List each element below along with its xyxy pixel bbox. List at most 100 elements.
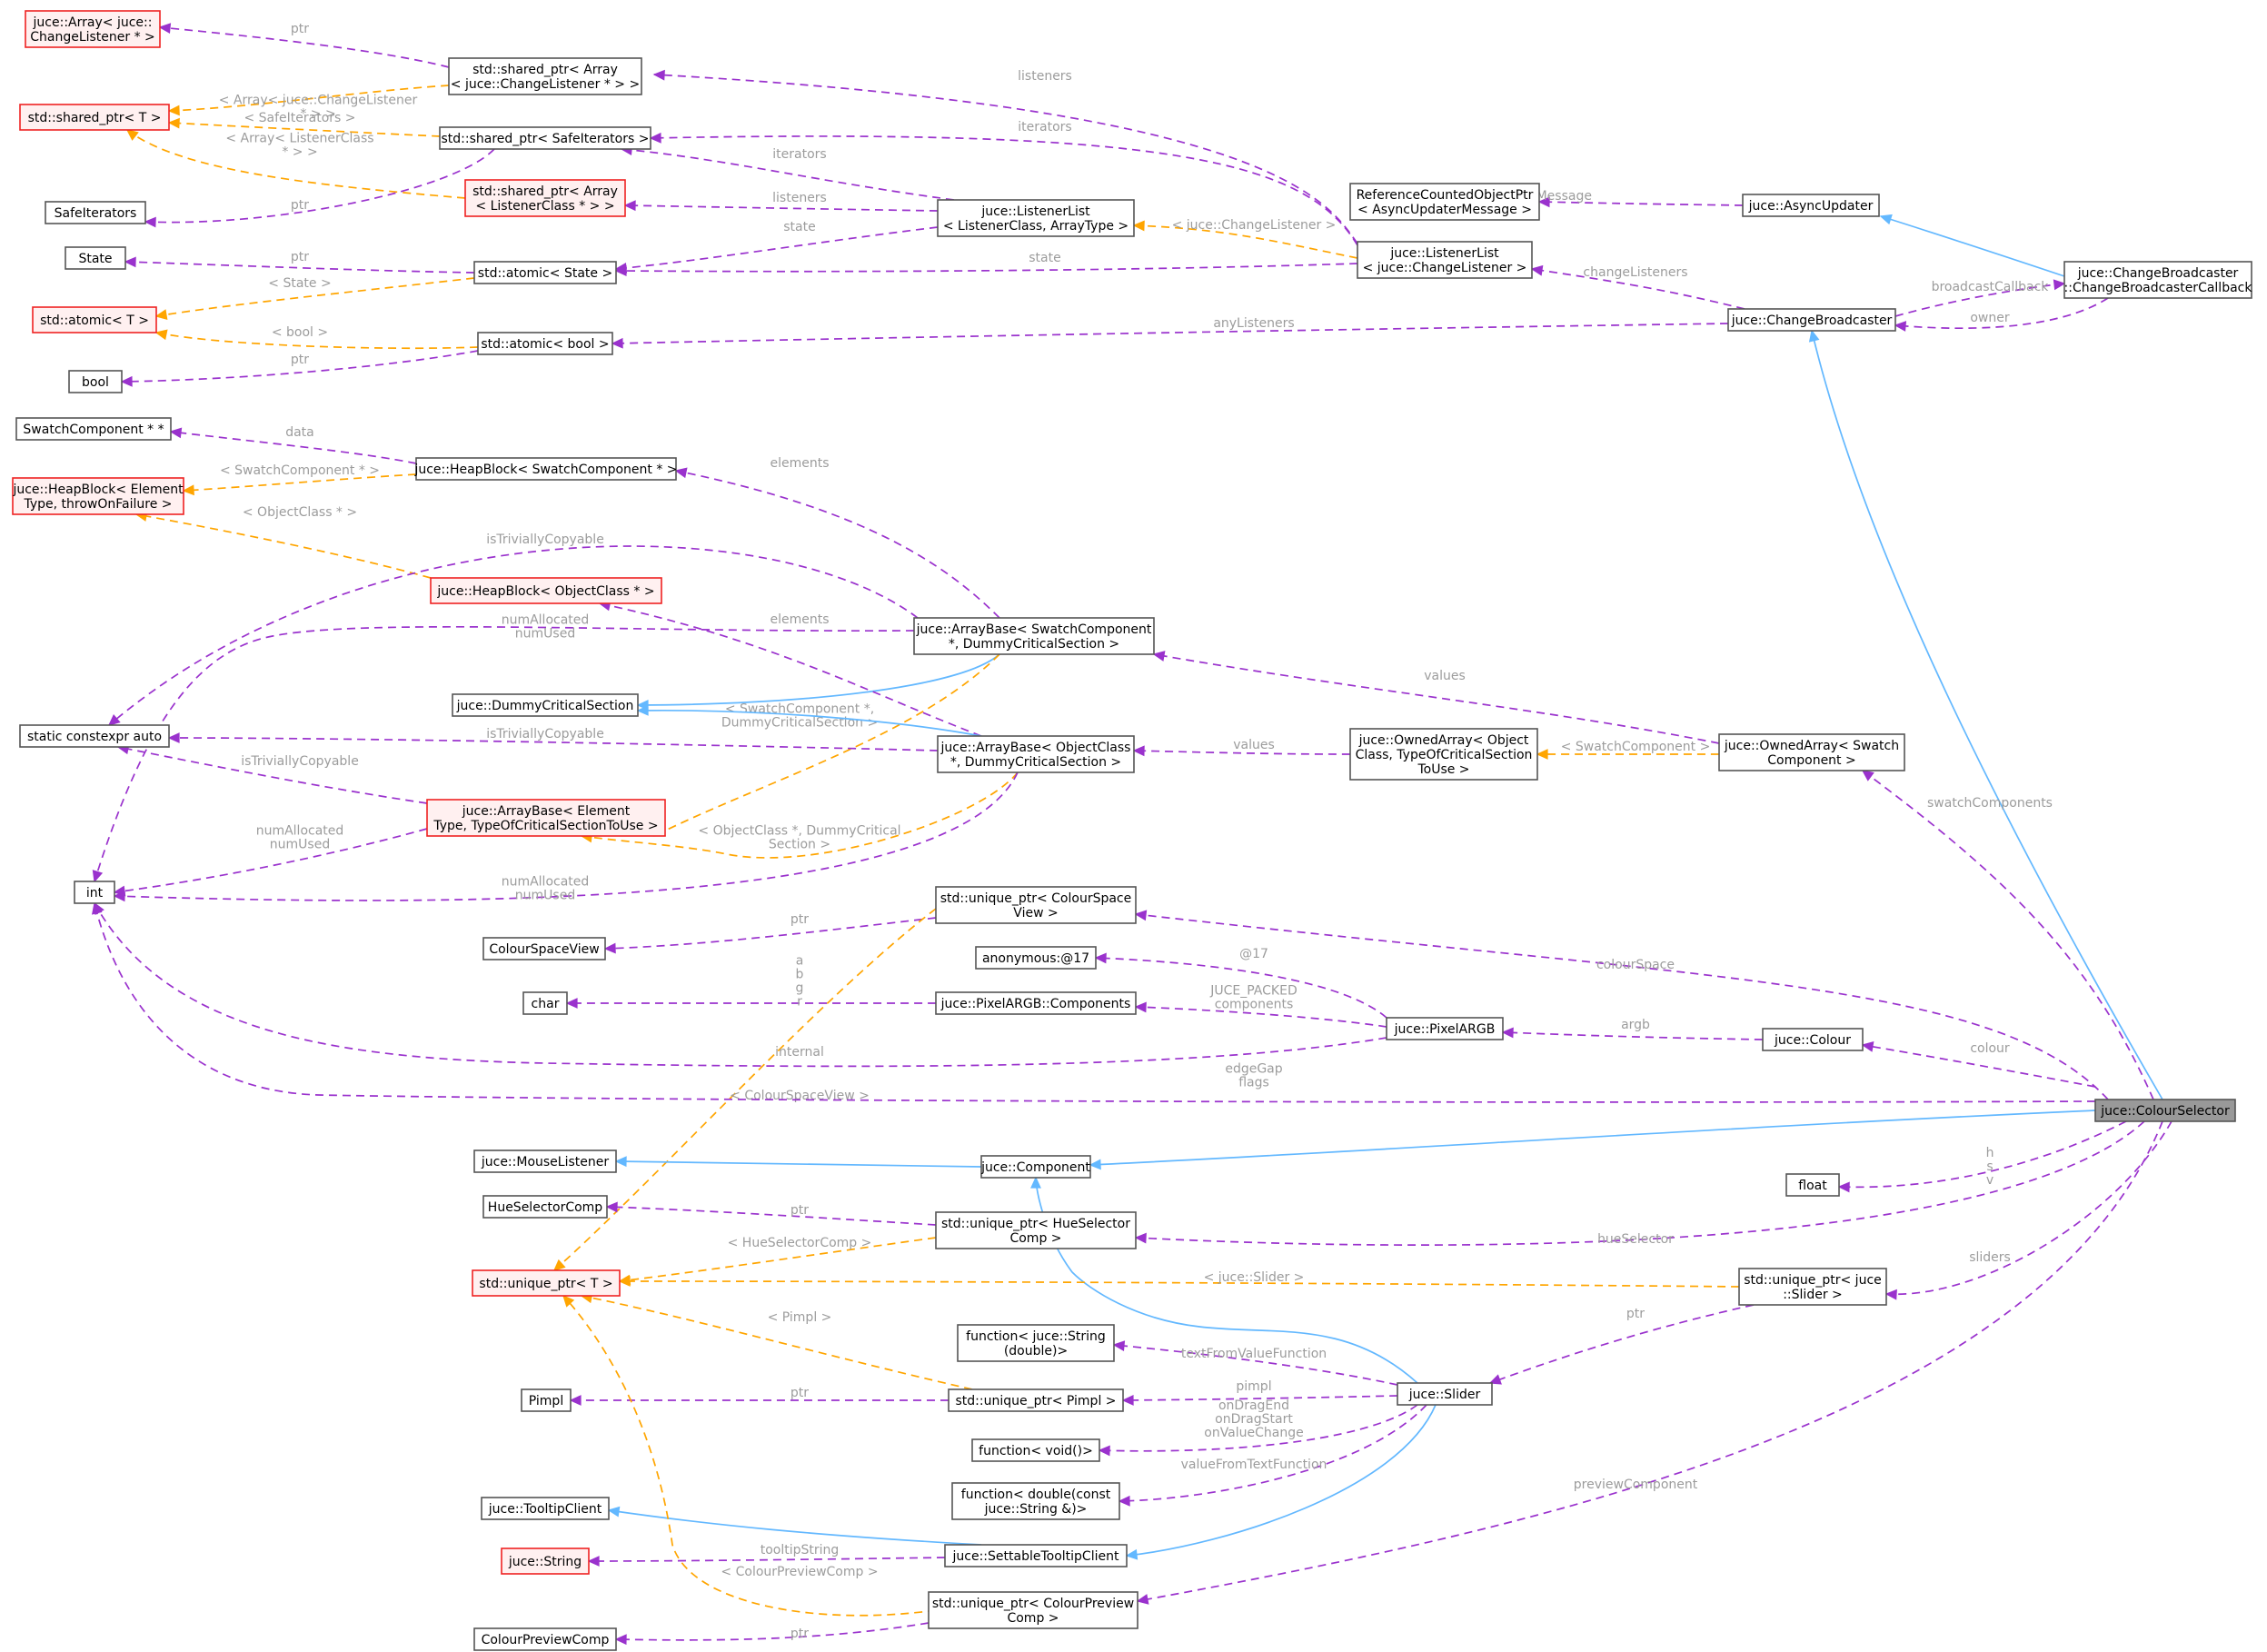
edge-arrowhead (611, 337, 623, 349)
edge-line (606, 1206, 937, 1226)
class-node[interactable]: juce::MouseListener (473, 1149, 617, 1173)
class-node[interactable]: function< juce::String(double)> (957, 1324, 1115, 1362)
class-name-label: Comp > (1007, 1611, 1059, 1626)
class-name-label: SafeIterators (55, 206, 137, 221)
edge-inherit (636, 704, 982, 737)
edge-arrowhead (1125, 1548, 1138, 1560)
class-node[interactable]: ColourSpaceView (482, 937, 606, 960)
edge-line (675, 470, 1000, 619)
class-box (948, 1388, 1124, 1412)
class-node[interactable]: std::shared_ptr< T > (19, 104, 170, 131)
class-node[interactable]: juce::ChangeBroadcaster::ChangeBroadcast… (2063, 261, 2253, 299)
class-node[interactable]: ReferenceCountedObjectPtr< AsyncUpdaterM… (1349, 183, 1540, 221)
class-box (928, 1591, 1138, 1629)
class-node[interactable]: static constexpr auto (19, 724, 170, 748)
edge-template: < bool > (154, 325, 479, 350)
class-node[interactable]: std::unique_ptr< juce::Slider > (1738, 1268, 1887, 1306)
edge-usage: valueFromTextFunction (1118, 1404, 1427, 1507)
class-node[interactable]: float (1785, 1173, 1840, 1197)
class-node[interactable]: State (65, 246, 126, 270)
class-node[interactable]: SafeIterators (45, 201, 146, 224)
class-node[interactable]: juce::OwnedArray< ObjectClass, TypeOfCri… (1349, 728, 1538, 781)
edges-layer: ptr< Array< juce::ChangeListener* > >< S… (92, 22, 2173, 1646)
class-node[interactable]: anonymous:@17 (975, 946, 1097, 970)
class-node[interactable]: std::unique_ptr< T > (472, 1269, 621, 1297)
edge-line (581, 1295, 973, 1390)
edge-arrowhead (1132, 745, 1145, 757)
class-name-label: anonymous:@17 (982, 951, 1089, 966)
class-name-label: ColourPreviewComp (482, 1633, 610, 1647)
class-node[interactable]: juce::SettableTooltipClient (944, 1544, 1128, 1567)
class-node[interactable]: std::atomic< bool > (477, 332, 613, 355)
class-node[interactable]: juce::ListenerList< ListenerClass, Array… (937, 199, 1135, 237)
class-node[interactable]: juce::HeapBlock< SwatchComponent * > (413, 457, 678, 481)
class-box (473, 1149, 617, 1173)
class-node[interactable]: juce::String (501, 1548, 590, 1575)
class-node[interactable]: function< void()> (971, 1438, 1100, 1462)
class-node[interactable]: juce::Component (980, 1155, 1091, 1179)
edge-arrowhead (1134, 1001, 1147, 1013)
class-box (522, 991, 568, 1015)
class-node[interactable]: juce::AsyncUpdater (1742, 194, 1880, 217)
class-node[interactable]: bool (68, 370, 123, 393)
edge-line (1894, 297, 2109, 330)
class-node[interactable]: juce::ChangeBroadcaster (1727, 308, 1896, 332)
class-node[interactable]: juce::PixelARGB (1386, 1017, 1504, 1040)
edge-line (168, 737, 939, 751)
class-node[interactable]: juce::Slider (1397, 1382, 1493, 1406)
edge-label: pimpl (1236, 1379, 1271, 1394)
class-name-label: juce::Array< juce:: (33, 15, 153, 30)
class-name-label: State (78, 252, 112, 266)
class-node[interactable]: int (74, 881, 115, 904)
class-node[interactable]: juce::HeapBlock< ObjectClass * > (430, 577, 662, 604)
class-name-label: std::atomic< bool > (481, 337, 609, 352)
edge-label: r (797, 995, 802, 1010)
class-node[interactable]: ColourPreviewComp (473, 1627, 617, 1651)
class-node[interactable]: std::unique_ptr< HueSelectorComp > (935, 1211, 1137, 1249)
class-node[interactable]: juce::ListenerList< juce::ChangeListener… (1357, 241, 1533, 279)
class-node[interactable]: std::unique_ptr< Pimpl > (948, 1388, 1124, 1412)
edge-label: valueFromTextFunction (1181, 1458, 1327, 1472)
edge-arrowhead (1089, 1159, 1101, 1170)
class-node[interactable]: juce::ColourSelector (2094, 1099, 2236, 1122)
class-node[interactable]: SwatchComponent * * (15, 417, 172, 441)
class-node[interactable]: std::shared_ptr< SafeIterators > (439, 126, 651, 150)
edge-label: state (1029, 251, 1060, 265)
class-node[interactable]: juce::Colour (1762, 1028, 1864, 1051)
class-node[interactable]: std::shared_ptr< Array< juce::ChangeList… (448, 57, 642, 95)
class-name-label: juce::ChangeBroadcaster (2077, 266, 2239, 281)
class-box (521, 1388, 572, 1412)
class-node[interactable]: juce::ArrayBase< SwatchComponent*, Dummy… (913, 617, 1155, 655)
edge-label: elements (770, 456, 829, 471)
class-node[interactable]: std::atomic< State > (473, 261, 617, 284)
class-node[interactable]: juce::TooltipClient (481, 1497, 610, 1520)
class-node[interactable]: std::atomic< T > (32, 306, 157, 333)
edge-label: components (1215, 998, 1294, 1012)
edge-line (1133, 750, 1351, 755)
class-node[interactable]: juce::PixelARGB::Components (935, 991, 1137, 1015)
edge-arrowhead (1537, 196, 1550, 208)
class-name-label: ChangeListener * > (30, 30, 155, 45)
class-node[interactable]: HueSelectorComp (482, 1195, 608, 1219)
class-node[interactable]: std::unique_ptr< ColourPreviewComp > (928, 1591, 1138, 1629)
class-node[interactable]: juce::OwnedArray< SwatchComponent > (1718, 733, 1905, 771)
edge-template: < juce::Slider > (618, 1270, 1740, 1288)
class-name-label: juce::DummyCriticalSection (456, 699, 634, 713)
class-node[interactable]: Pimpl (521, 1388, 572, 1412)
class-node[interactable]: std::unique_ptr< ColourSpaceView > (935, 886, 1137, 924)
class-node[interactable]: juce::DummyCriticalSection (452, 693, 639, 717)
edge-line (1133, 224, 1358, 259)
class-name-label: std::unique_ptr< juce (1744, 1273, 1882, 1288)
edge-label: ptr (790, 1386, 809, 1400)
class-box (1349, 183, 1540, 221)
class-node[interactable]: juce::Array< juce::ChangeListener * > (25, 10, 161, 48)
class-node[interactable]: std::shared_ptr< Array< ListenerClass * … (464, 179, 626, 217)
class-node[interactable]: juce::ArrayBase< ObjectClass*, DummyCrit… (937, 735, 1135, 773)
class-name-label: juce::HeapBlock< ObjectClass * > (436, 584, 654, 599)
class-node[interactable]: char (522, 991, 568, 1015)
